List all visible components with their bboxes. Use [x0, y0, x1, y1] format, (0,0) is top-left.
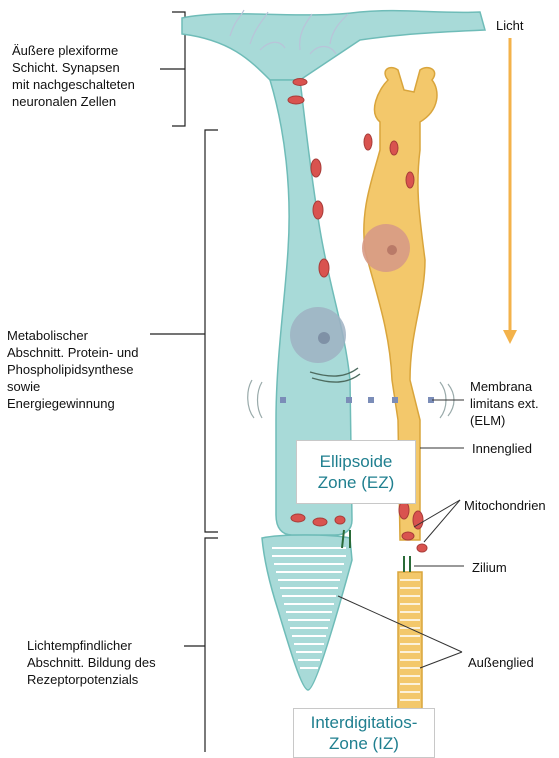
metabolic-label: Metabolischer Abschnitt. Protein- und Ph…	[7, 327, 139, 412]
outer-plexiform-label: Äußere plexiforme Schicht. Synapsen mit …	[12, 42, 135, 110]
cone-pedicle	[182, 11, 485, 80]
brackets	[150, 12, 218, 752]
mitochondria-label: Mitochondrien	[464, 497, 546, 514]
outer-segment-label: Außenglied	[468, 654, 534, 671]
elm-label: Membrana limitans ext. (ELM)	[470, 378, 539, 429]
ellipsoid-zone-box: Ellipsoide Zone (EZ)	[296, 440, 416, 504]
light-label: Licht	[496, 17, 523, 34]
rod-outer-segment	[398, 572, 422, 712]
cilium-label: Zilium	[472, 559, 507, 576]
rod-nucleus	[362, 224, 410, 272]
cone-nucleus	[290, 307, 346, 363]
inner-segment-label: Innenglied	[472, 440, 532, 457]
rod-nucleolus	[387, 245, 397, 255]
cone-nucleolus	[318, 332, 330, 344]
photosensitive-label: Lichtempfindlicher Abschnitt. Bildung de…	[27, 637, 156, 688]
bracket-photosensitive	[205, 538, 218, 752]
light-arrow-head	[503, 330, 517, 344]
interdigitation-zone-box: Interdigitatios- Zone (IZ)	[293, 708, 435, 758]
bracket-metabolic	[205, 130, 218, 532]
